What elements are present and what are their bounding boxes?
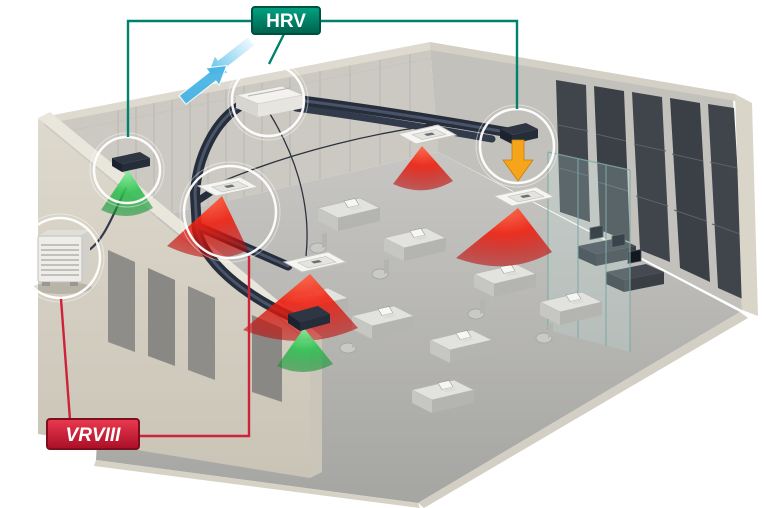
fresh-air-in-arrow-icon [178, 64, 228, 106]
warm-airflow-cone [456, 208, 552, 267]
wall-cabinet-panels [556, 80, 745, 300]
hrv-label: HRV [251, 6, 321, 35]
fresh-air-arrows [178, 35, 256, 106]
door-opening [188, 286, 215, 380]
glass-office-desks [578, 225, 664, 292]
door-openings [108, 250, 282, 402]
ceiling-cassette-d [456, 186, 556, 267]
monitor-icon [589, 225, 642, 264]
warm-airflow-cone [167, 196, 248, 259]
building-shell [38, 42, 758, 508]
right-wall-outer-edge [735, 94, 758, 316]
back-right-wall [430, 42, 758, 316]
door-opening [108, 250, 135, 352]
cool-airflow-cone [101, 170, 153, 217]
floor-slab-edge-right [418, 312, 748, 508]
wall-supply-grille-left [101, 152, 153, 217]
floor-slab-edge-left [94, 460, 420, 508]
control-wiring [215, 113, 429, 257]
exhaust-box-unit [500, 123, 538, 182]
highlight-ring-cassette [182, 164, 278, 260]
back-left-wall-face [40, 46, 438, 228]
ceiling-cassette-b [243, 251, 358, 342]
warm-airflow-cone [243, 274, 358, 342]
back-right-wall-top-edge [430, 42, 741, 102]
indoor-units [101, 85, 556, 373]
floor-duct-unit [277, 306, 333, 373]
vrv-label-text: VRVIII [66, 425, 122, 446]
highlight-ring-outdoor [18, 216, 102, 300]
hrv-connector-lines [126, 19, 519, 137]
vrv-connector-lines [59, 256, 251, 438]
highlight-ring-hrv [230, 62, 306, 138]
door-opening [148, 268, 175, 366]
outdoor-unit [32, 230, 92, 294]
ceiling-cassette-a [167, 176, 260, 259]
left-wall-end-cap [310, 337, 322, 478]
vent-arrow-icon [502, 139, 534, 182]
hrv-label-text: HRV [266, 11, 306, 32]
left-wall-top-surface [38, 112, 322, 342]
ceiling-cassette-c [393, 124, 458, 191]
vrv-label: VRVIII [46, 418, 140, 450]
back-left-wall-top-edge [38, 42, 430, 125]
cool-airflow-cone [277, 328, 333, 373]
warm-airflow-cone [393, 146, 453, 191]
outdoor-unit-grille [41, 244, 79, 276]
